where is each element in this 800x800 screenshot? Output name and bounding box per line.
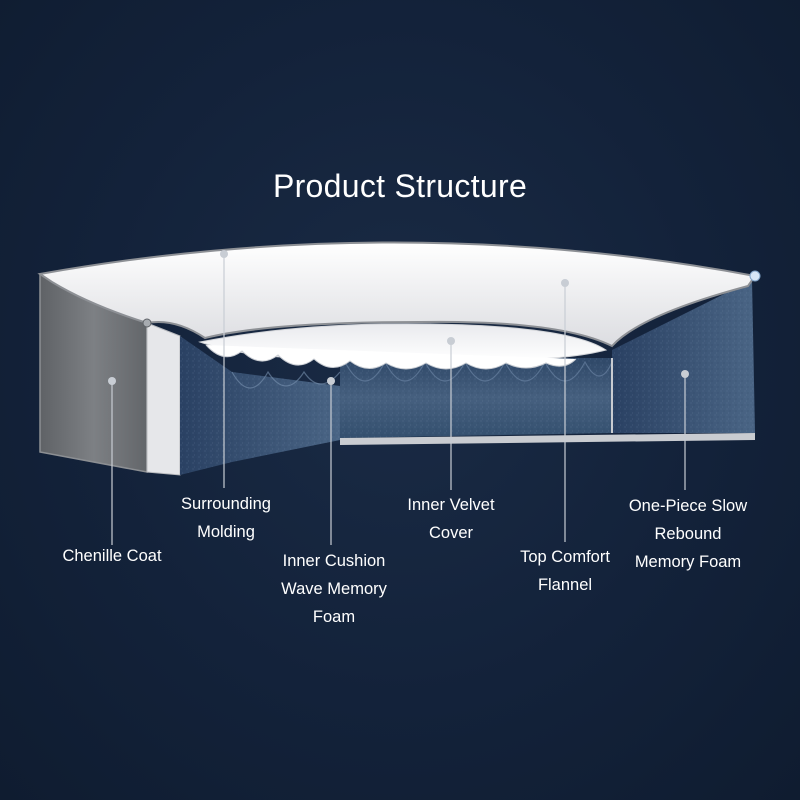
leader-dots <box>108 250 689 385</box>
top-comfort-flannel <box>37 241 757 348</box>
diagram-title: Product Structure <box>272 168 528 204</box>
label-top-comfort-flannel: Top Comfort Flannel <box>520 548 610 594</box>
label-chenille-coat: Chenille Coat <box>62 547 162 565</box>
label-surrounding-molding: Surrounding Molding <box>181 495 271 541</box>
label-inner-cushion-wave-memory-foam: Inner Cushion Wave Memory Foam <box>281 552 387 626</box>
leader-lines <box>111 254 686 545</box>
label-inner-velvet-cover: Inner Velvet Cover <box>407 496 495 542</box>
label-one-piece-slow-rebound-memory-foam: One-Piece Slow Rebound Memory Foam <box>628 497 748 571</box>
